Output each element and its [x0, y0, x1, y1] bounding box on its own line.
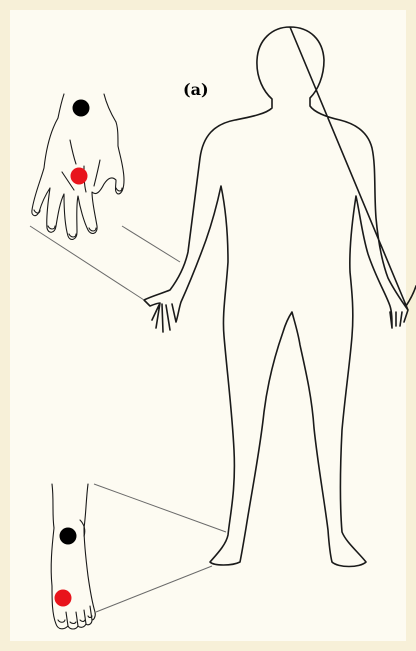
hand-callout-lines [30, 226, 180, 300]
foot-marker-black [60, 528, 77, 545]
human-body-outline [144, 27, 416, 567]
foot-marker-red [55, 590, 72, 607]
hand-marker-red [71, 168, 88, 185]
foot-callout-lines [94, 484, 226, 612]
panel-label: (a) [183, 80, 209, 99]
foot-illustration [51, 484, 95, 629]
hand-marker-black [73, 100, 90, 117]
